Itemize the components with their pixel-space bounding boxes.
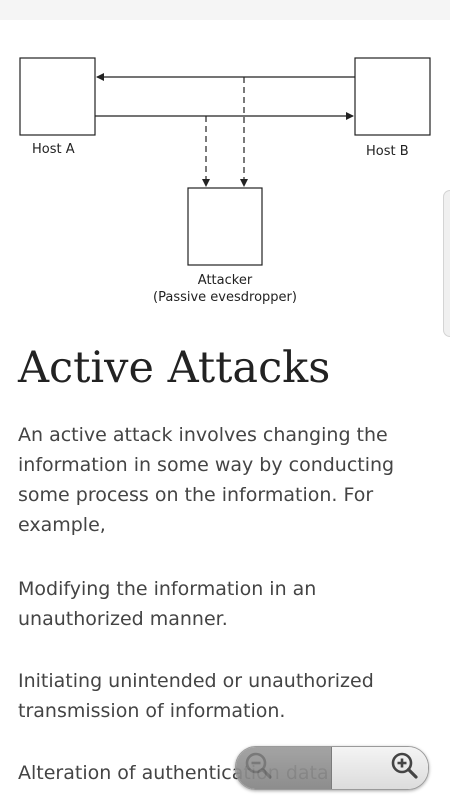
diagram-svg: Host A Host B Attacker (Passive evesdrop… <box>19 57 431 305</box>
top-status-strip <box>0 0 450 20</box>
zoom-out-button[interactable] <box>236 747 332 789</box>
host-a-label: Host A <box>32 142 75 157</box>
paragraph-modifying: Modifying the information in an unauthor… <box>18 578 317 630</box>
attacker-sublabel: (Passive evesdropper) <box>153 290 297 305</box>
passive-attack-diagram: Host A Host B Attacker (Passive evesdrop… <box>0 20 450 320</box>
edge-scroll-handle[interactable] <box>443 190 450 337</box>
page-title: Active Attacks <box>18 343 331 393</box>
paragraph-intro: An active attack involves changing the i… <box>18 424 395 536</box>
zoom-out-icon <box>244 751 274 785</box>
attacker-box <box>187 187 263 266</box>
zoom-control <box>235 746 429 790</box>
host-b-box <box>354 57 431 136</box>
host-b-label: Host B <box>366 144 409 159</box>
zoom-in-icon <box>390 751 420 785</box>
attacker-label: Attacker <box>198 273 253 288</box>
host-a-box <box>19 57 96 136</box>
paragraph-initiating: Initiating unintended or unauthorized tr… <box>18 670 374 722</box>
zoom-in-button[interactable] <box>332 747 428 789</box>
